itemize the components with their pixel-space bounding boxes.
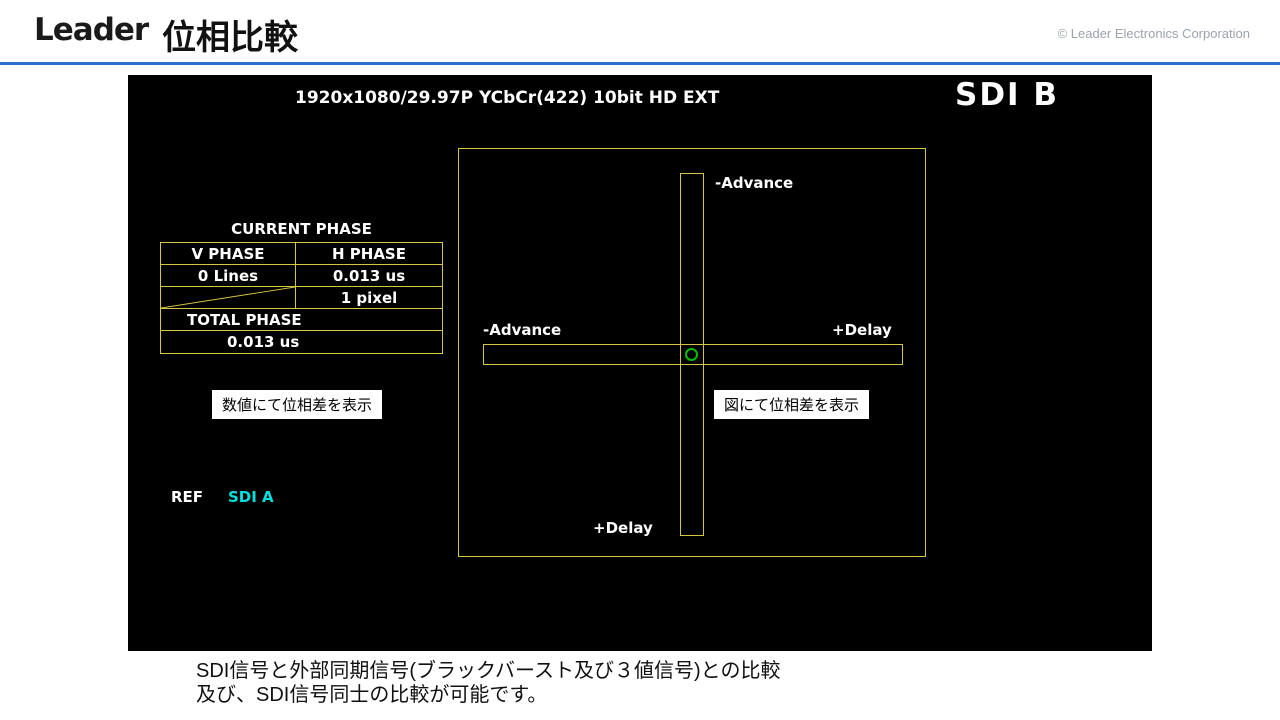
table-row: V PHASE H PHASE — [161, 243, 442, 265]
table-row: 1 pixel — [161, 287, 442, 309]
table-row: 0 Lines 0.013 us — [161, 265, 442, 287]
phase-center-marker — [685, 348, 698, 361]
total-phase-value: 0.013 us — [227, 333, 300, 351]
advance-left-label: -Advance — [483, 321, 562, 339]
advance-top-label: -Advance — [715, 174, 794, 192]
v-phase-value: 0 Lines — [161, 265, 296, 286]
ref-value-sdi-a: SDI A — [228, 488, 274, 506]
page-title: 位相比較 — [162, 19, 298, 57]
input-label-sdi-b: SDI B — [955, 77, 1060, 113]
current-phase-title: CURRENT PHASE — [231, 220, 372, 238]
v-phase-header: V PHASE — [161, 243, 296, 264]
header: Leader 位相比較 © Leader Electronics Corpora… — [0, 0, 1280, 62]
footer-line-2: 及び、SDI信号同士の比較が可能です。 — [196, 684, 548, 706]
numeric-annotation: 数値にて位相差を表示 — [212, 390, 383, 419]
h-phase-value-us: 0.013 us — [332, 266, 406, 285]
phase-diagram: -Advance -Advance +Delay +Delay — [458, 148, 926, 557]
ref-label: REF — [171, 488, 204, 506]
table-row: TOTAL PHASE — [161, 309, 442, 331]
leader-logo: Leader — [34, 12, 149, 48]
h-phase-header: H PHASE — [332, 244, 406, 263]
horizontal-phase-bar — [483, 344, 903, 365]
delay-bottom-label: +Delay — [593, 519, 653, 537]
delay-right-label: +Delay — [832, 321, 892, 339]
monitor-screen: 1920x1080/29.97P YCbCr(422) 10bit HD EXT… — [128, 75, 1152, 651]
phase-table: V PHASE H PHASE 0 Lines 0.013 us 1 pixel… — [160, 242, 443, 354]
h-phase-value-pixel: 1 pixel — [340, 288, 398, 307]
total-phase-label: TOTAL PHASE — [187, 310, 302, 329]
diagonal-cell — [161, 287, 296, 308]
diagonal-line-icon — [161, 287, 295, 308]
table-row: 0.013 us — [161, 331, 442, 353]
status-line: 1920x1080/29.97P YCbCr(422) 10bit HD EXT — [295, 88, 720, 108]
header-rule — [0, 62, 1280, 65]
copyright-text: © Leader Electronics Corporation — [1057, 26, 1250, 41]
graphic-annotation: 図にて位相差を表示 — [714, 390, 870, 419]
footer-line-1: SDI信号と外部同期信号(ブラックバースト及び３値信号)との比較 — [196, 660, 781, 682]
